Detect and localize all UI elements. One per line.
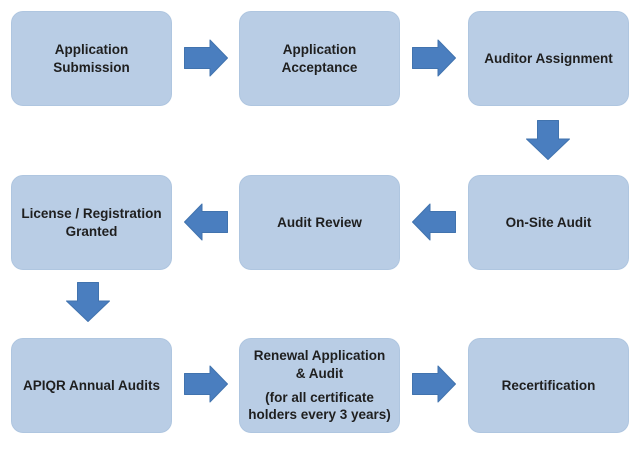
arrow-right-icon [412,365,456,403]
node-label: Audit Review [277,214,362,230]
node-label: On-Site Audit [505,214,592,230]
flow-node-recertification: Recertification [468,338,629,433]
node-label: License / Registration Granted [21,205,162,239]
flow-node-application-submission: Application Submission [11,11,172,106]
flow-node-application-acceptance: Application Acceptance [239,11,400,106]
node-label: Recertification [501,377,596,393]
flow-node-on-site-audit: On-Site Audit [468,175,629,270]
node-sublabel: (for all certificate holders every 3 yea… [248,389,391,423]
node-label: Application Acceptance [281,41,358,75]
arrow-right-icon [184,365,228,403]
arrow-left-icon [184,203,228,241]
flow-node-renewal-application-audit: Renewal Application & Audit (for all cer… [239,338,400,433]
arrow-down-icon [66,282,110,322]
node-label: APIQR Annual Audits [23,377,160,393]
flow-node-auditor-assignment: Auditor Assignment [468,11,629,106]
arrow-down-icon [526,120,570,160]
node-label: Auditor Assignment [484,50,613,66]
flow-node-license-registration-granted: License / Registration Granted [11,175,172,270]
arrow-left-icon [412,203,456,241]
flow-node-apiqr-annual-audits: APIQR Annual Audits [11,338,172,433]
flow-node-audit-review: Audit Review [239,175,400,270]
node-label: Application Submission [53,41,130,75]
arrow-right-icon [184,39,228,77]
arrow-right-icon [412,39,456,77]
node-label: Renewal Application & Audit [253,347,386,381]
